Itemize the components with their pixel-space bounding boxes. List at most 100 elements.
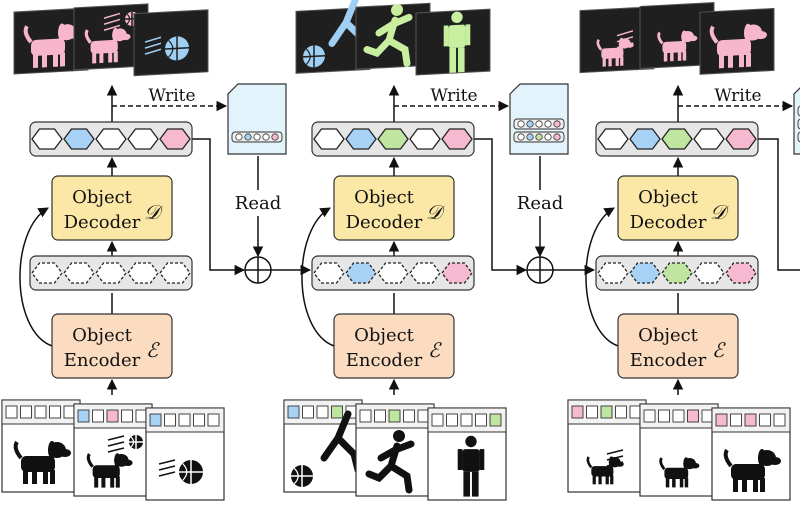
token-cell (417, 409, 430, 423)
top-slots-slot-1 (629, 128, 661, 150)
encoder-label-2: Encoder (346, 350, 423, 371)
dog-snout (691, 462, 700, 469)
encoder-label-1: Object (354, 325, 415, 346)
token-cell (77, 409, 90, 423)
token-cell (643, 409, 656, 423)
person-torso (448, 24, 466, 49)
memory-card (509, 83, 569, 155)
ball-seam (129, 435, 143, 449)
encoder-label-2: Encoder (630, 350, 707, 371)
dog-leg (665, 477, 670, 488)
dog-leg (602, 57, 606, 67)
input-frame-1 (639, 403, 719, 497)
person-leg (471, 471, 479, 497)
token-cell (388, 409, 401, 423)
object-encoder (51, 313, 173, 379)
memory-dot (526, 120, 534, 128)
dog-body (662, 41, 687, 54)
dog-body (717, 38, 751, 57)
top-slots-slot-2 (661, 128, 693, 150)
mid-slots-slot-1 (629, 262, 661, 284)
dog-ear (58, 23, 66, 42)
dog-leg (677, 50, 682, 61)
person-arm (465, 24, 471, 46)
object-encoder (333, 313, 455, 379)
top-slots-slot-4 (159, 128, 191, 150)
arrow-slots-to-sum (192, 138, 246, 276)
token-cell (475, 413, 487, 427)
dog-ear (744, 23, 752, 42)
person-arm (479, 449, 485, 470)
top-slots-slot-4 (441, 128, 473, 150)
motion-line (103, 18, 121, 25)
dog-tail (86, 453, 94, 468)
token-cell (316, 405, 329, 419)
runner-shape (363, 3, 413, 67)
mid-slots-slot-0 (31, 262, 63, 284)
output-frame-2 (415, 8, 491, 76)
memory-dot (544, 133, 552, 141)
token-cell (629, 405, 642, 419)
dog-snout (688, 35, 698, 42)
token-cell (374, 409, 386, 423)
sum-node-cross (245, 257, 271, 283)
memory-dot (526, 133, 534, 141)
object-decoder (617, 175, 739, 241)
dog-tail (709, 25, 719, 44)
output-frame-1 (355, 2, 431, 70)
dog-shape (709, 23, 767, 69)
dog-tail (723, 448, 733, 468)
dog-tail (13, 440, 23, 460)
dog-ear (683, 457, 689, 470)
ball-seam (126, 13, 131, 25)
dog-shape (659, 457, 700, 488)
arrow-encoder-to-decoder (585, 207, 619, 347)
token-cell (49, 405, 61, 419)
top-slots-slot-0 (597, 128, 629, 150)
dog-leg (672, 477, 676, 488)
motion-line (144, 48, 162, 55)
dog-leg (592, 475, 596, 485)
encoder-symbol: ℰ (428, 338, 442, 362)
read-label: Read (517, 193, 563, 214)
token-cell (744, 413, 757, 427)
dog-leg (99, 51, 104, 64)
object-encoder (617, 313, 739, 379)
mid-slots-slot-3 (127, 262, 159, 284)
write-label: Write (430, 86, 477, 106)
token-cell (178, 413, 191, 427)
token-cell (446, 413, 458, 427)
mid-slots-slot-2 (661, 262, 693, 284)
arrow-slots-to-sum (474, 138, 528, 276)
token-cell (489, 413, 502, 427)
mid-slots-slot-3 (693, 262, 725, 284)
token-cell (5, 405, 18, 419)
dog-shape (596, 37, 634, 67)
top-slots-slot-2 (95, 128, 127, 150)
input-frame-0 (283, 399, 363, 493)
dog-leg (728, 53, 733, 68)
dog-leg (610, 475, 614, 485)
token-cell (687, 409, 699, 423)
token-cell (164, 413, 176, 427)
dog-leg (32, 470, 37, 484)
dog-leg (101, 476, 106, 488)
person-torso (462, 449, 480, 472)
runner-head (393, 430, 405, 442)
decoder-label-1: Object (72, 187, 133, 208)
dog-leg (679, 477, 684, 488)
token-cell (773, 413, 786, 427)
dog-leg (733, 478, 738, 492)
dog-snout (123, 459, 133, 466)
memory-card (793, 87, 800, 155)
token-cell (287, 405, 300, 419)
dog-tail (657, 31, 664, 45)
dog-leg (739, 53, 744, 68)
memory-card-shape (227, 83, 287, 155)
token-cell (460, 413, 473, 427)
dog-leg (108, 51, 113, 63)
runner-head (391, 3, 403, 17)
arrow-slots-to-next (758, 138, 800, 271)
dog-leg (670, 51, 674, 62)
write-label: Write (714, 86, 761, 106)
